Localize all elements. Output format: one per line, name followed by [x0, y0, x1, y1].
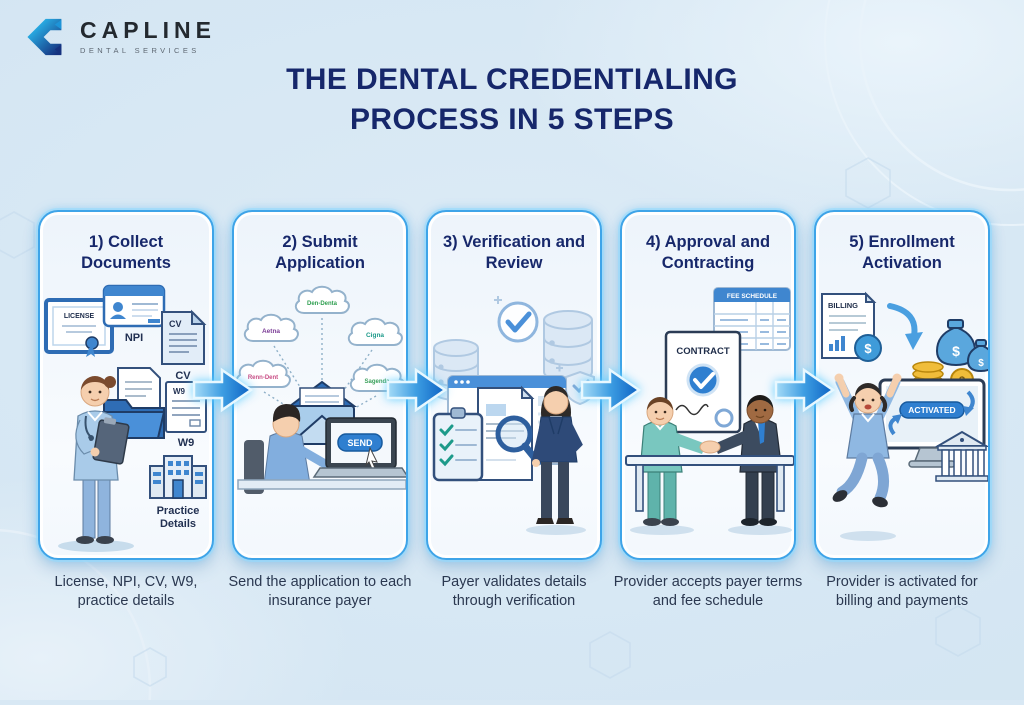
- checklist-clipboard-icon: [432, 407, 484, 482]
- npi-card-icon: [102, 284, 166, 328]
- practice-building-icon: [149, 455, 207, 499]
- activated-button-label: ACTIVATED: [908, 405, 955, 415]
- payer-cloud-aetna: Aetna: [243, 313, 299, 342]
- sparkle-decor: [494, 296, 563, 372]
- dollar-sign: $: [952, 343, 960, 359]
- step-5-caption: Provider is activated for billing and pa…: [826, 574, 978, 610]
- brand-logo: CAPLINE DENTAL SERVICES: [26, 14, 216, 60]
- step-4-heading: 4) Approval and Contracting: [645, 233, 771, 273]
- man-at-laptop-illustration: SEND: [237, 404, 406, 494]
- activated-monitor-icon: ACTIVATED: [878, 378, 986, 468]
- step-5-enrollment-activation: 5) Enrollment Activation BILLING $: [814, 210, 990, 611]
- contract-document-icon: CONTRACT: [664, 330, 742, 434]
- step-3-heading: 3) Verification and Review: [442, 233, 586, 273]
- w9-label: W9: [178, 437, 195, 449]
- w9-doc-label: W9: [173, 387, 186, 396]
- flow-arrow-3: [580, 367, 642, 413]
- billing-statement-icon: BILLING $: [821, 291, 882, 362]
- dollar-sign: $: [978, 358, 984, 369]
- brand-text: CAPLINE DENTAL SERVICES: [80, 17, 216, 56]
- step-2-card: 2) Submit Application Den-Denta A: [232, 210, 408, 560]
- payer-label: Cigna: [366, 332, 384, 339]
- step-4-caption: Provider accepts payer terms and fee sch…: [613, 574, 803, 610]
- flow-arrow-4: [774, 367, 836, 413]
- payer-label: Sagenda: [364, 379, 390, 385]
- jumping-provider-illustration: [832, 373, 902, 541]
- practice-details-label-2: Details: [160, 518, 196, 530]
- nurse-with-clipboard-illustration: [58, 376, 134, 552]
- cv-label: CV: [175, 370, 191, 382]
- npi-label: NPI: [125, 332, 143, 344]
- meeting-table-icon: [625, 455, 794, 512]
- step-1-card: 1) Collect Documents LICENSE: [38, 210, 214, 560]
- capline-logo-icon: [27, 18, 62, 56]
- payer-cloud-cigna: Cigna: [347, 317, 403, 346]
- payer-label: Den-Denta: [307, 301, 338, 307]
- step-2-caption: Send the application to each insurance p…: [228, 574, 412, 610]
- step-5-card: 5) Enrollment Activation BILLING $: [814, 210, 990, 560]
- step-3-illustration: [432, 296, 595, 535]
- payer-cloud-sagenda: Sagenda: [349, 363, 405, 392]
- step-2-submit-application: 2) Submit Application Den-Denta A: [229, 210, 412, 611]
- cv-document-icon: CV: [161, 309, 207, 365]
- page-title: THE DENTAL CREDENTIALING PROCESS IN 5 ST…: [0, 60, 1024, 139]
- brand-name: CAPLINE: [80, 17, 216, 43]
- brand-tagline: DENTAL SERVICES: [80, 46, 200, 55]
- dollar-sign: $: [864, 341, 872, 356]
- step-5-illustration: BILLING $: [821, 291, 988, 541]
- license-label: LICENSE: [64, 313, 95, 320]
- payer-cloud-renn-dent: Renn-Dent: [235, 359, 291, 388]
- cv-doc-label: CV: [169, 319, 182, 329]
- step-2-heading: 2) Submit Application: [275, 233, 365, 273]
- payer-label: Renn-Dent: [248, 375, 278, 381]
- step-1-caption: License, NPI, CV, W9, practice details: [54, 574, 198, 610]
- step-4-approval-and-contracting: 4) Approval and Contracting FEE SCHEDULE: [614, 210, 802, 611]
- step-3-card: 3) Verification and Review: [426, 210, 602, 560]
- reviewer-woman-illustration: [526, 386, 586, 535]
- handshake-icon: [699, 440, 721, 454]
- flow-arrow-1: [192, 367, 254, 413]
- contract-label: CONTRACT: [676, 346, 729, 357]
- magnifying-glass-icon: [495, 415, 542, 466]
- flow-arrow-2: [386, 367, 448, 413]
- billing-label: BILLING: [828, 301, 858, 310]
- payer-cloud-den-denta: Den-Denta: [294, 285, 350, 314]
- step-1-heading: 1) Collect Documents: [81, 233, 171, 273]
- practice-details-label-1: Practice: [157, 505, 200, 517]
- license-certificate-icon: LICENSE: [44, 298, 114, 357]
- fee-schedule-label: FEE SCHEDULE: [727, 293, 778, 300]
- step-1-illustration: LICENSE NPI: [44, 284, 207, 552]
- title-line-1: THE DENTAL CREDENTIALING: [286, 63, 738, 96]
- payer-label: Aetna: [262, 328, 280, 335]
- step-1-collect-documents: 1) Collect Documents LICENSE: [38, 210, 214, 611]
- step-4-illustration: FEE SCHEDULE CONTRACT: [625, 287, 794, 535]
- check-circle-icon: [497, 301, 539, 343]
- step-3-caption: Payer validates details through verifica…: [441, 574, 587, 610]
- step-4-card: 4) Approval and Contracting FEE SCHEDULE: [620, 210, 796, 560]
- title-line-2: PROCESS IN 5 STEPS: [350, 102, 674, 136]
- step-5-heading: 5) Enrollment Activation: [849, 233, 955, 273]
- send-button-label: SEND: [347, 438, 373, 448]
- step-2-illustration: Den-Denta Aetna Cigna Renn-Dent Sagenda: [235, 285, 406, 494]
- bank-icon: [934, 430, 988, 482]
- curved-arrow-icon: [887, 303, 923, 350]
- step-3-verification-and-review: 3) Verification and Review: [426, 210, 602, 611]
